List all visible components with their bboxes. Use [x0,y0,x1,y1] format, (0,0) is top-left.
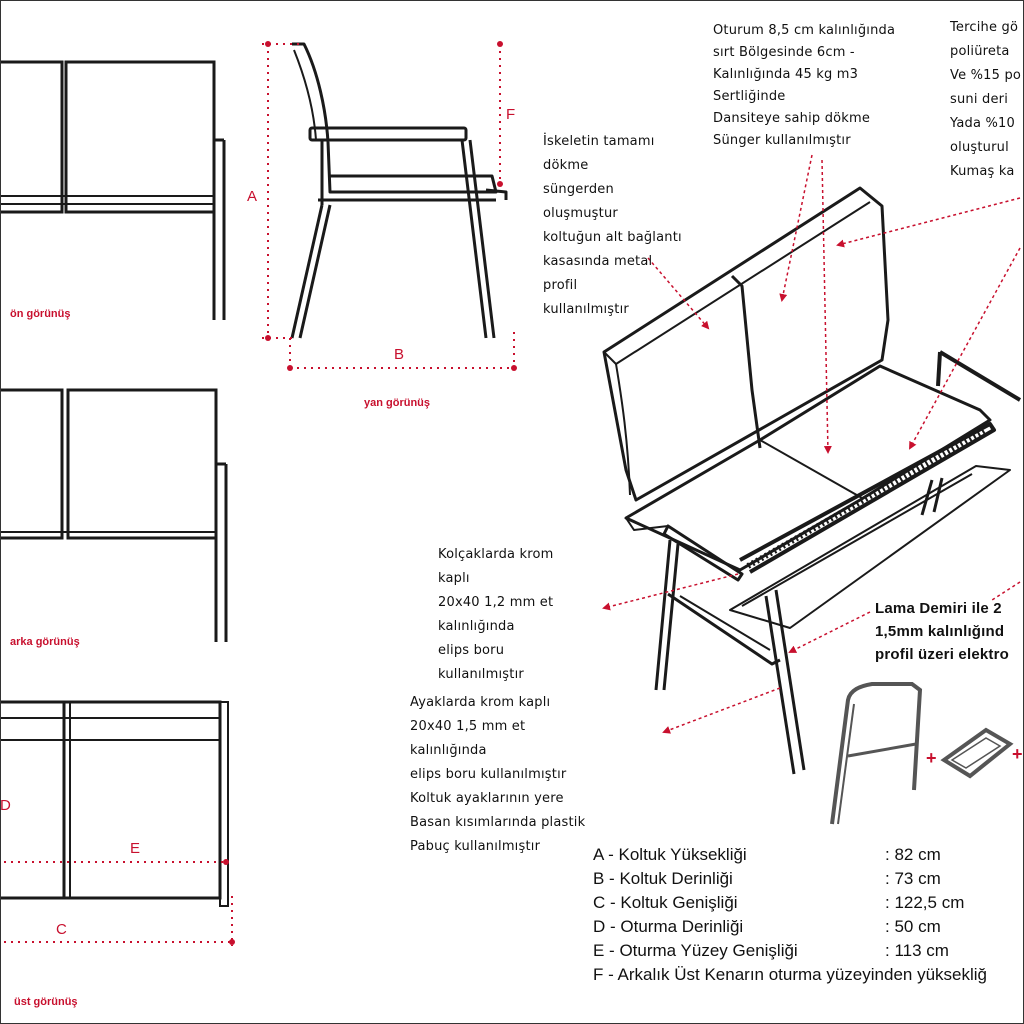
perspective-drawing [602,186,1022,775]
spec-row: D - Oturma Derinliği : 50 cm [593,915,987,939]
svg-text:+: + [926,748,937,768]
spec-row: F - Arkalık Üst Kenarın oturma yüzeyinde… [593,963,987,987]
side-view-dimensions [262,43,515,372]
spec-row: A - Koltuk Yüksekliği : 82 cm [593,843,987,867]
spec-label: F - Arkalık Üst Kenarın oturma yüzeyinde… [593,965,987,984]
armrest-note: Kolçaklarda krom kaplı 20x40 1,2 mm et k… [438,547,554,682]
top-view-caption: üst görünüş [14,996,78,1008]
spec-value: : 82 cm [885,845,941,864]
spec-row: E - Oturma Yüzey Genişliği : 113 cm [593,939,987,963]
spec-label: A - Koltuk Yüksekliği [593,845,747,864]
spec-value: : 113 cm [885,941,949,960]
dimension-b-label: B [394,346,405,363]
front-view-caption: ön görünüş [10,308,71,320]
dimension-e-label: E [130,840,141,857]
spec-value: : 50 cm [885,917,941,936]
spec-label: E - Oturma Yüzey Genişliği [593,941,798,960]
front-view-drawing [0,60,226,320]
top-view-dimensions [0,861,233,946]
exploded-parts [830,682,1014,825]
spec-value: : 73 cm [885,869,941,888]
foam-note: Oturum 8,5 cm kalınlığında sırt Bölgesin… [713,23,896,148]
dimension-spec-table: A - Koltuk Yüksekliği : 82 cm B - Koltuk … [593,843,987,987]
dimension-a-label: A [247,188,258,205]
side-view-drawing [290,42,508,339]
skeleton-note: İskeletin tamamı dökme süngerden oluşmuş… [543,134,682,317]
side-view-caption: yan görünüş [364,397,431,409]
spec-label: B - Koltuk Derinliği [593,869,733,888]
frame-note: Lama Demiri ile 2 1,5mm kalınlığınd prof… [875,600,1010,663]
leader-lines [602,154,1021,734]
spec-value: : 122,5 cm [885,893,965,912]
back-view-caption: arka görünüş [10,636,80,648]
dimension-c-label: C [56,921,67,938]
back-view-drawing [0,388,228,642]
spec-row: B - Koltuk Derinliği : 73 cm [593,867,987,891]
dimension-d-label: D [0,797,11,814]
svg-text:+: + [1012,744,1023,764]
spec-label: D - Oturma Derinliği [593,917,744,936]
dimension-f-label: F [506,106,516,123]
spec-label: C - Koltuk Genişliği [593,893,738,912]
upholstery-note: Tercihe gö poliüreta Ve %15 po suni deri… [950,20,1022,179]
top-view-drawing [0,700,229,907]
legs-note: Ayaklarda krom kaplı 20x40 1,5 mm et kal… [410,695,586,854]
spec-row: C - Koltuk Genişliği : 122,5 cm [593,891,987,915]
